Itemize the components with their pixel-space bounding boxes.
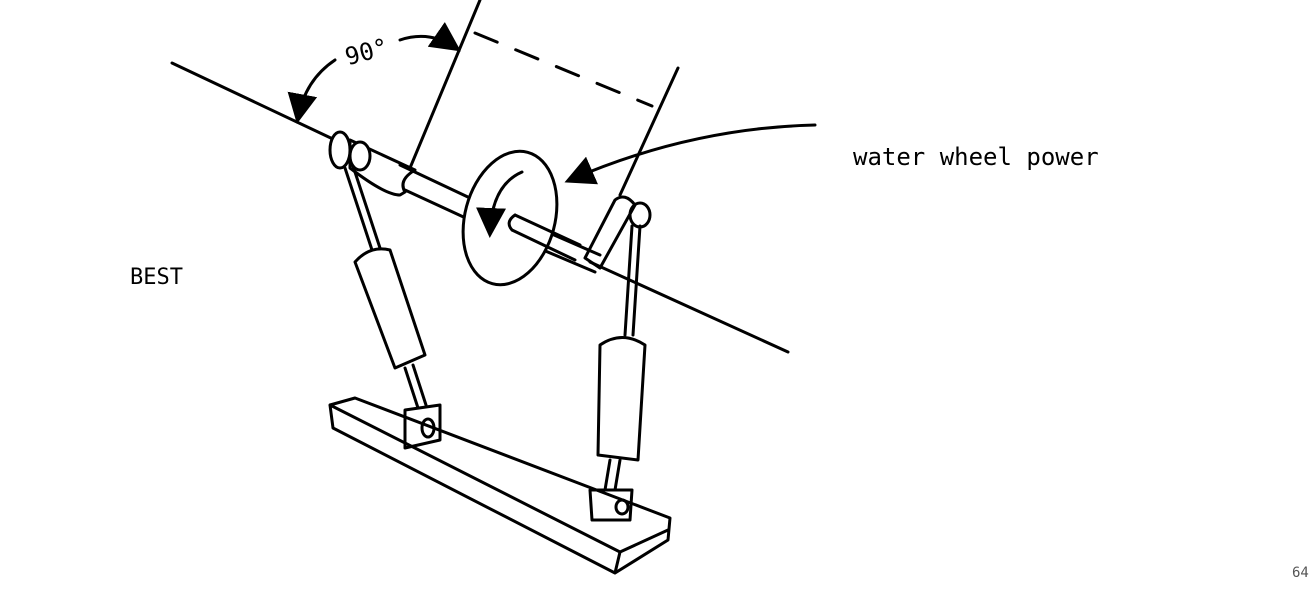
dashed-line	[473, 31, 654, 108]
right-cylinder	[596, 336, 647, 462]
rotation-arrow	[476, 170, 524, 238]
corner-mark: 64	[1292, 565, 1309, 581]
right-clevis	[588, 488, 634, 522]
angle-arrow-left	[287, 58, 337, 124]
reference-line-left	[408, 0, 482, 170]
rating-label: BEST	[130, 265, 183, 290]
shaft-sleeve	[348, 138, 417, 197]
right-rod-lower	[603, 458, 622, 492]
shaft	[398, 163, 602, 274]
angle-arrow-right	[398, 22, 461, 52]
left-rod-upper	[343, 164, 382, 252]
left-bearing	[328, 130, 352, 170]
reference-line-right	[618, 66, 680, 197]
left-bearing-eye	[348, 140, 372, 172]
left-clevis	[403, 403, 442, 450]
right-bearing-eye	[628, 201, 652, 229]
right-bracket	[583, 195, 637, 270]
power-arrow	[564, 123, 817, 185]
inner-shaft	[507, 213, 582, 262]
left-rod-lower	[403, 363, 428, 410]
base-plank	[328, 396, 672, 575]
right-rod-upper	[623, 224, 642, 337]
power-label: water wheel power	[853, 143, 1099, 171]
left-cylinder	[353, 247, 427, 370]
axis-line	[170, 61, 790, 354]
